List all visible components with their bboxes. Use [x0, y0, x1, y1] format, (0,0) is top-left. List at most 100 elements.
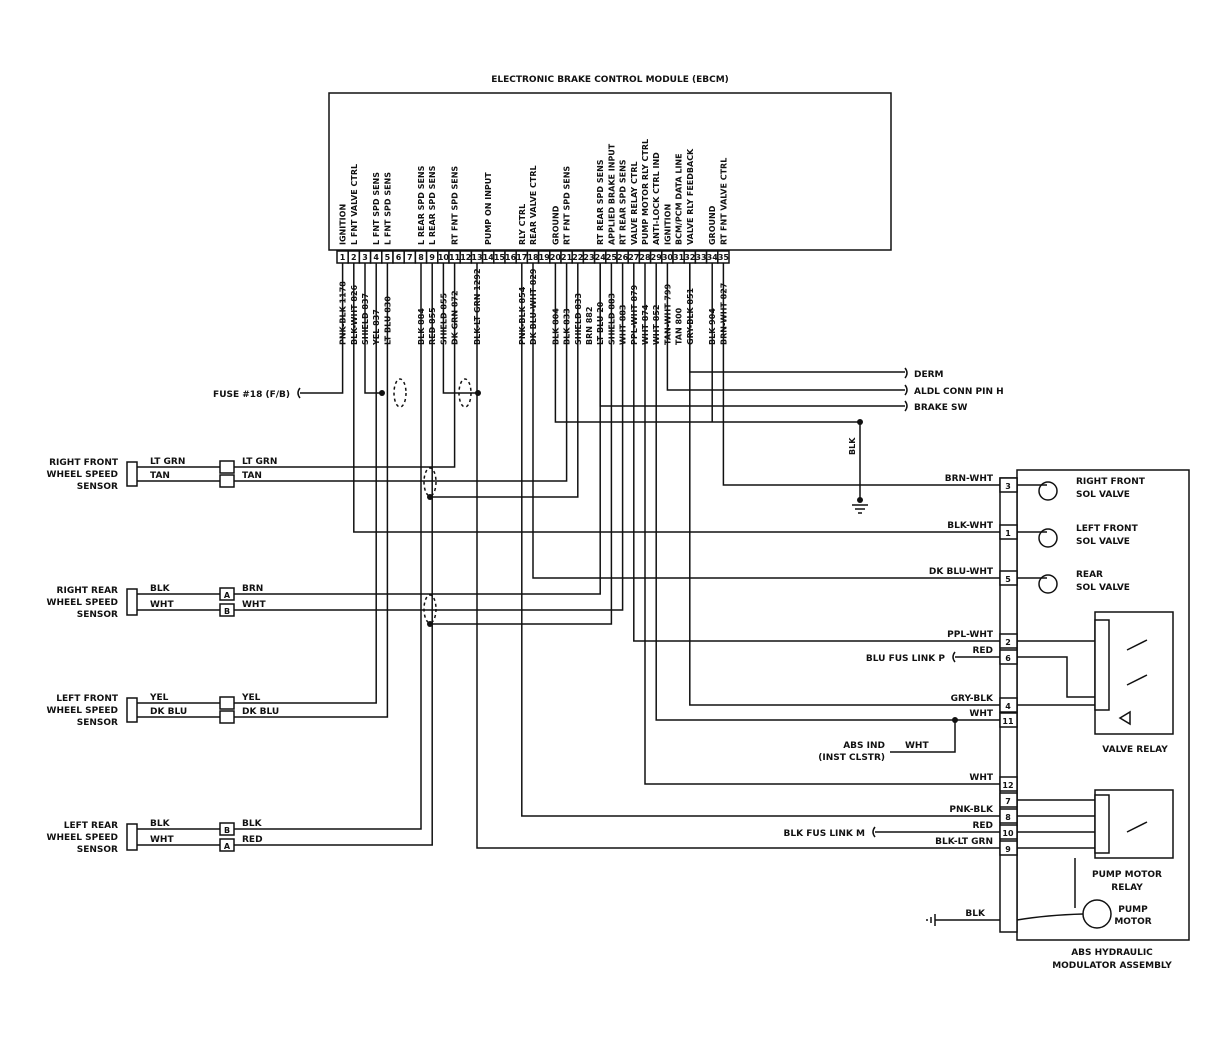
wire-label: BLK-WHT [947, 521, 994, 531]
ebcm-pin-number: 21 [561, 253, 573, 262]
sensor-label: LEFT REAR [64, 821, 118, 831]
modulator-terminal-number: 10 [1002, 829, 1014, 838]
sensor-label: SENSOR [77, 845, 118, 855]
sensor-body [126, 823, 138, 851]
valve-label: SOL VALVE [1076, 490, 1130, 500]
ebcm-wire-label: WHT 883 [619, 305, 628, 345]
sensor-harness-wire [234, 263, 624, 611]
modulator-terminal [999, 840, 1018, 856]
modulator-terminal-number: 8 [1005, 813, 1011, 822]
sensor-harness-wire [234, 263, 568, 482]
ebcm-pin-function: GROUND [708, 205, 717, 245]
wire-label: RED [242, 835, 263, 845]
valve-label: SOL VALVE [1076, 583, 1130, 593]
wire-label: WHT [242, 600, 266, 610]
shield-wire [442, 263, 478, 394]
wire-label: PPL-WHT [947, 630, 994, 640]
fuse-link-label: BLK FUS LINK M [784, 829, 865, 839]
ebcm-pin-function: IGNITION [663, 204, 672, 245]
ebcm-pin-number: 18 [527, 253, 539, 262]
modulator-title: ABS HYDRAULIC [1071, 948, 1153, 958]
ebcm-wire-label: LT BLU 830 [383, 296, 392, 345]
ebcm-wire-label: DK GRN 872 [451, 290, 460, 345]
modulator-terminal [999, 712, 1018, 728]
sensor-label: LEFT FRONT [56, 694, 119, 704]
ground-wire [554, 263, 861, 500]
ebcm-pin-function: GROUND [551, 205, 560, 245]
modulator-terminal-number: 7 [1005, 797, 1011, 806]
pnk-blk-wire [521, 263, 1000, 817]
ebcm-pin-number: 5 [385, 253, 391, 262]
connector-cavity-letter: A [224, 591, 231, 600]
wire-label: BRN [242, 584, 263, 594]
ebcm-wire-label: BLK 884 [417, 308, 426, 345]
ebcm-wire-label: GRY-BLK 851 [686, 287, 695, 345]
modulator-terminal-number: 2 [1005, 638, 1011, 647]
shield-wire [430, 263, 613, 625]
modulator-terminal-number: 4 [1005, 702, 1011, 711]
sensor-label: WHEEL SPEED [47, 706, 118, 716]
splice-dot [857, 497, 863, 503]
wire-label: WHT [150, 600, 174, 610]
shield-symbol [423, 594, 437, 624]
labels: ELECTRONIC BRAKE CONTROL MODULE (EBCM)1I… [47, 75, 1173, 971]
sensor-body [126, 461, 138, 487]
modulator-terminal-number: 11 [1002, 717, 1014, 726]
relay-contact [1126, 639, 1148, 686]
ebcm-pin-function: RT FNT SPD SENS [451, 166, 460, 245]
wire-label: DK BLU [150, 707, 187, 717]
solenoid-valve-icon [1038, 528, 1058, 548]
wire-label: YEL [241, 693, 261, 703]
ebcm-pin-number: 30 [662, 253, 674, 262]
ebcm-pin-function: BCM/PCM DATA LINE [675, 153, 684, 245]
ebcm-pin-number: 16 [505, 253, 517, 262]
valve-label: REAR [1076, 570, 1103, 580]
shield-symbol [423, 467, 437, 497]
sensor-label: WHEEL SPEED [47, 598, 118, 608]
ebcm-pin-number: 28 [639, 253, 651, 262]
ebcm-pin-number: 25 [606, 253, 618, 262]
ebcm-pin-function: IGNITION [339, 204, 348, 245]
wire-label: RED [972, 646, 993, 656]
wire-break [872, 826, 876, 838]
ebcm-pin-number: 31 [673, 253, 685, 262]
ebcm-pin-number: 7 [407, 253, 413, 262]
wire-label: BLK-LT GRN [935, 837, 993, 847]
ebcm-pin-function: RT REAR SPD SENS [596, 159, 605, 245]
connector-cavity [219, 822, 235, 836]
sensor-label: SENSOR [77, 482, 118, 492]
modulator-terminal-number: 5 [1005, 575, 1011, 584]
shield-symbol [393, 378, 407, 408]
ground-wire-label: BLK [848, 437, 857, 455]
harness-end-label: ALDL CONN PIN H [914, 387, 1004, 397]
ebcm-pin-number: 19 [539, 253, 551, 262]
connector-cavity [219, 838, 235, 852]
connector-cavity-letter: B [224, 607, 230, 616]
ebcm-pin-number: 17 [516, 253, 527, 262]
wire-label: WHT [150, 835, 174, 845]
wire-break [904, 384, 908, 396]
blk-lt-grn-wire [476, 263, 1000, 849]
ebcm-wire-label: SHIELD 833 [574, 293, 583, 345]
modulator-terminal [999, 649, 1018, 665]
sensor-label: WHEEL SPEED [47, 470, 118, 480]
ebcm-pin-cell [717, 250, 730, 264]
sensor-label: SENSOR [77, 718, 118, 728]
ebcm-pin-number: 12 [460, 253, 471, 262]
sensor-harness-wire [234, 263, 422, 830]
sensor-harness-wire [234, 263, 377, 704]
ebcm-wire-label: SHIELD 855 [439, 292, 448, 345]
wire-label: YEL [149, 693, 169, 703]
ebcm-pin-number: 24 [595, 253, 607, 262]
modulator-terminal [999, 633, 1018, 649]
ebcm-pin-function: APPLIED BRAKE INPUT [607, 143, 616, 245]
ebcm-pin-number: 27 [628, 253, 639, 262]
modulator-terminal-number: 9 [1005, 845, 1011, 854]
pump-relay-label: RELAY [1111, 883, 1143, 893]
ebcm-pin-function: L FNT SPD SENS [372, 172, 381, 245]
connector-cavity [219, 460, 235, 474]
ebcm-wire-label: PPL-WHT 879 [630, 284, 639, 345]
modulator-terminal [999, 570, 1018, 586]
splice-dot [475, 390, 481, 396]
